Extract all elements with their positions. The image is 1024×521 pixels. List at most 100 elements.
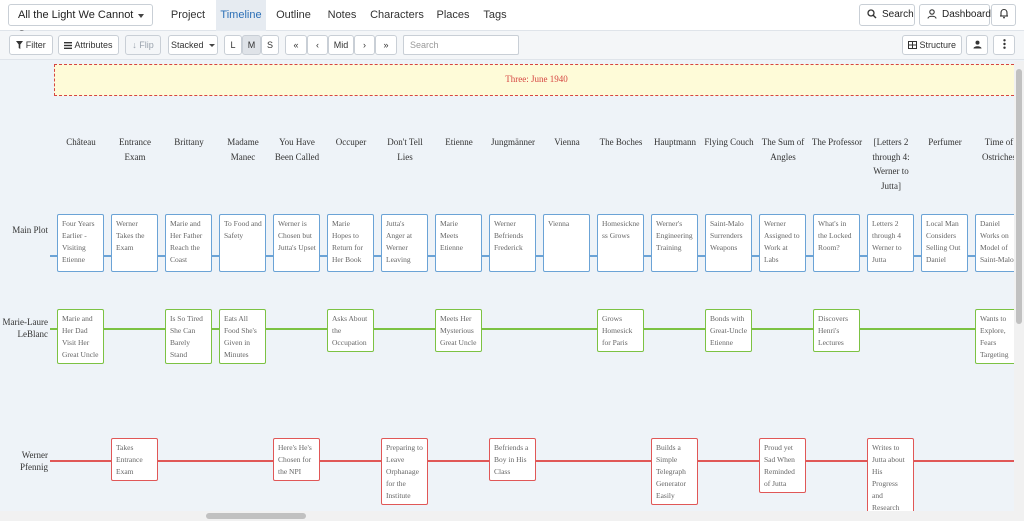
tab-characters[interactable]: Characters — [370, 9, 424, 21]
project-selector[interactable]: All the Light We Cannot See — [8, 4, 153, 41]
scene-card[interactable]: Discovers Henri's Lectures — [813, 309, 860, 352]
structure-button-label: Structure — [919, 40, 957, 50]
scene-card[interactable]: Vienna — [543, 214, 590, 272]
column-header[interactable]: Jungmänner — [491, 137, 535, 147]
column-header[interactable]: Perfumer — [928, 137, 962, 147]
scene-card[interactable]: Writes to Jutta about His Progress and R… — [867, 438, 914, 511]
scene-card[interactable]: Grows Homesick for Paris — [597, 309, 644, 352]
size-small-button[interactable]: S — [261, 35, 279, 55]
tab-project[interactable]: Project — [170, 9, 206, 21]
scene-card[interactable]: What's in the Locked Room? — [813, 214, 860, 272]
column-header[interactable]: Hauptmann — [654, 137, 696, 147]
chevron-down-icon — [138, 14, 144, 18]
top-navigation: All the Light We Cannot See Project Time… — [0, 0, 1024, 41]
layout-select-label: Stacked — [170, 40, 204, 50]
scene-card[interactable]: Proud yet Sad When Reminded of Jutta — [759, 438, 806, 493]
scene-card[interactable]: Four Years Earlier - Visiting Etienne — [57, 214, 104, 272]
scroll-prev-button[interactable]: ‹ — [307, 35, 328, 55]
scene-card[interactable]: Eats All Food She's Given in Minutes — [219, 309, 266, 364]
scene-card[interactable]: Marie and Her Father Reach the Coast — [165, 214, 212, 272]
structure-button[interactable]: Structure — [902, 35, 962, 55]
scene-card[interactable]: Bonds with Great-Uncle Etienne — [705, 309, 752, 352]
scene-card[interactable]: Marie and Her Dad Visit Her Great Uncle — [57, 309, 104, 364]
list-icon — [64, 40, 74, 50]
scene-card[interactable]: Werner's Engineering Training — [651, 214, 698, 272]
scene-card[interactable]: Builds a Simple Telegraph Generator Easi… — [651, 438, 698, 505]
scene-card[interactable]: To Food and Safety — [219, 214, 266, 272]
horizontal-scrollbar[interactable] — [0, 511, 1024, 521]
row-label-werner[interactable]: Werner Pfennig — [20, 450, 48, 472]
user-icon — [927, 5, 937, 25]
column-header[interactable]: You Have Been Called — [274, 137, 320, 162]
scene-card[interactable]: Here's He's Chosen for the NPI — [273, 438, 320, 481]
column-header[interactable]: Madame Manec — [227, 137, 259, 162]
row-label-marie-laure[interactable]: Marie-Laure LeBlanc — [2, 317, 48, 339]
flip-button[interactable]: ↓ Flip — [125, 35, 161, 55]
column-header[interactable]: Etienne — [445, 137, 473, 147]
scene-card[interactable]: Marie Hopes to Return for Her Book — [327, 214, 374, 272]
scene-card[interactable]: Werner Assigned to Work at Labs — [759, 214, 806, 272]
size-large-button[interactable]: L — [224, 35, 242, 55]
dashboard-button-label: Dashboard — [942, 9, 991, 20]
more-options-button[interactable] — [993, 35, 1015, 55]
bell-icon — [999, 8, 1009, 21]
column-header[interactable]: Don't Tell Lies — [387, 137, 423, 162]
tab-timeline[interactable]: Timeline — [216, 0, 266, 31]
filter-button-label: Filter — [25, 40, 46, 50]
column-header[interactable]: Entrance Exam — [119, 137, 151, 162]
vertical-scrollbar-thumb[interactable] — [1016, 69, 1022, 324]
tab-notes[interactable]: Notes — [327, 9, 357, 21]
scene-card[interactable]: Wants to Explore, Fears Targeting — [975, 309, 1014, 364]
attributes-button[interactable]: Attributes — [58, 35, 119, 55]
scroll-next-button[interactable]: › — [354, 35, 375, 55]
chapter-banner[interactable]: Three: June 1940 — [54, 64, 1014, 96]
scroll-last-button[interactable]: » — [375, 35, 397, 55]
column-header[interactable]: Vienna — [554, 137, 580, 147]
scene-card[interactable]: Preparing to Leave Orphanage for the Ins… — [381, 438, 428, 505]
scene-card[interactable]: Saint-Malo Surrenders Weapons — [705, 214, 752, 272]
column-header[interactable]: Occuper — [335, 137, 367, 147]
column-header[interactable]: Flying Couch — [704, 137, 754, 147]
row-label-main-plot[interactable]: Main Plot — [12, 225, 48, 235]
scene-card[interactable]: Jutta's Anger at Werner Leaving — [381, 214, 428, 272]
size-medium-button[interactable]: M — [242, 35, 261, 55]
person-button[interactable] — [966, 35, 988, 55]
column-header[interactable]: The Boches — [599, 137, 643, 147]
scene-card[interactable]: Werner is Chosen but Jutta's Upset — [273, 214, 320, 272]
tab-outline[interactable]: Outline — [276, 9, 311, 21]
scene-card[interactable]: Meets Her Mysterious Great Uncle — [435, 309, 482, 352]
column-header[interactable]: [Letters 2 through 4: Werner to Jutta] — [872, 137, 910, 191]
column-header[interactable]: Château — [66, 137, 96, 147]
column-header[interactable]: Time of Ostriches — [982, 137, 1014, 162]
scroll-mid-button[interactable]: Mid — [328, 35, 354, 55]
dashboard-button[interactable]: Dashboard — [919, 4, 991, 26]
scene-card[interactable]: Local Man Considers Selling Out Daniel — [921, 214, 968, 272]
horizontal-scrollbar-thumb[interactable] — [206, 513, 306, 519]
column-header[interactable]: The Professor — [811, 137, 863, 147]
filter-button[interactable]: Filter — [9, 35, 53, 55]
vertical-scrollbar[interactable] — [1014, 61, 1024, 511]
scene-card[interactable]: Letters 2 through 4 Werner to Jutta — [867, 214, 914, 272]
scene-card[interactable]: Daniel Works on Model of Saint-Malo — [975, 214, 1014, 272]
scene-card[interactable]: Befriends a Boy in His Class — [489, 438, 536, 481]
search-button[interactable]: Search — [859, 4, 915, 26]
flip-icon: ↓ — [132, 40, 137, 50]
tab-places[interactable]: Places — [436, 9, 470, 21]
notifications-button[interactable] — [991, 4, 1016, 26]
scene-card[interactable]: Werner Befriends Frederick — [489, 214, 536, 272]
scene-card[interactable]: Homesickness Grows — [597, 214, 644, 272]
scene-card[interactable]: Marie Meets Etienne — [435, 214, 482, 272]
tab-tags[interactable]: Tags — [483, 9, 507, 21]
scroll-first-button[interactable]: « — [285, 35, 307, 55]
timeline-canvas[interactable]: Three: June 1940 Château Entrance Exam Bri… — [0, 61, 1014, 511]
scene-card[interactable]: Werner Takes the Exam — [111, 214, 158, 272]
structure-icon — [907, 40, 920, 50]
scene-card[interactable]: Takes Entrance Exam — [111, 438, 158, 481]
timeline-search-input[interactable] — [403, 35, 519, 55]
column-header[interactable]: The Sum of Angles — [761, 137, 805, 162]
scene-card[interactable]: Is So Tired She Can Barely Stand — [165, 309, 212, 364]
attributes-button-label: Attributes — [74, 40, 113, 50]
scene-card[interactable]: Asks About the Occupation — [327, 309, 374, 352]
layout-select[interactable]: Stacked — [168, 35, 218, 55]
column-header[interactable]: Brittany — [174, 137, 204, 147]
